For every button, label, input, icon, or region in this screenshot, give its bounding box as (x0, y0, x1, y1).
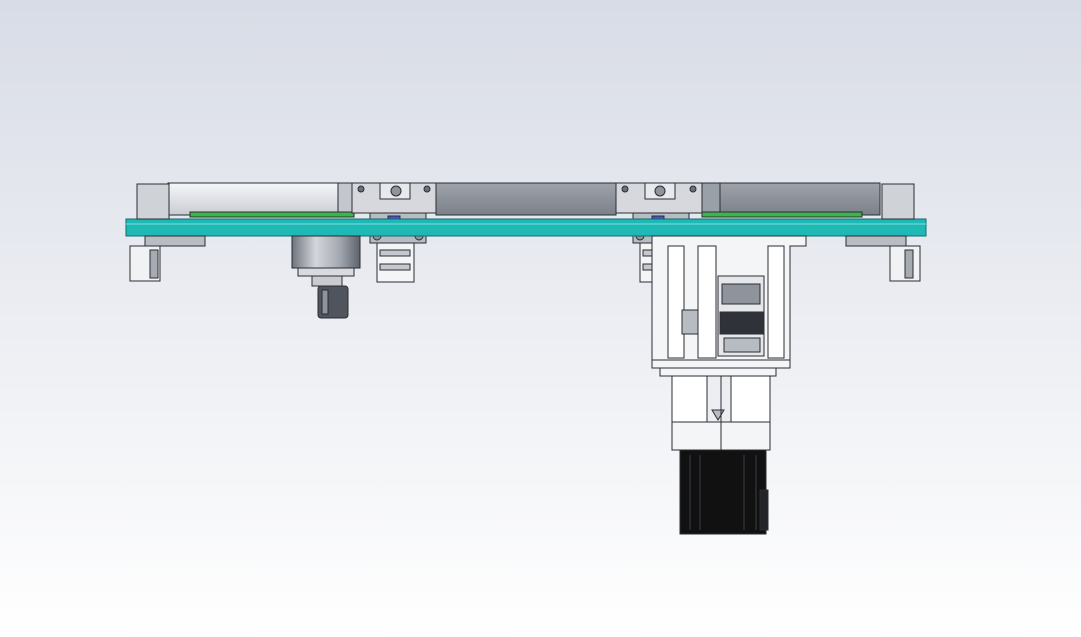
servo-motor[interactable] (679, 449, 769, 535)
left-guide-block[interactable] (376, 242, 415, 283)
gear-housing[interactable] (659, 367, 777, 530)
base-plate[interactable] (125, 218, 927, 237)
center-disc[interactable] (435, 182, 617, 216)
right-end-bracket[interactable] (845, 183, 921, 282)
right-disc[interactable] (701, 182, 881, 216)
left-end-bracket[interactable] (129, 183, 206, 282)
coupling[interactable] (717, 275, 765, 357)
left-disc[interactable] (167, 182, 353, 216)
left-roller[interactable] (291, 235, 361, 287)
left-shaft[interactable] (317, 285, 349, 319)
